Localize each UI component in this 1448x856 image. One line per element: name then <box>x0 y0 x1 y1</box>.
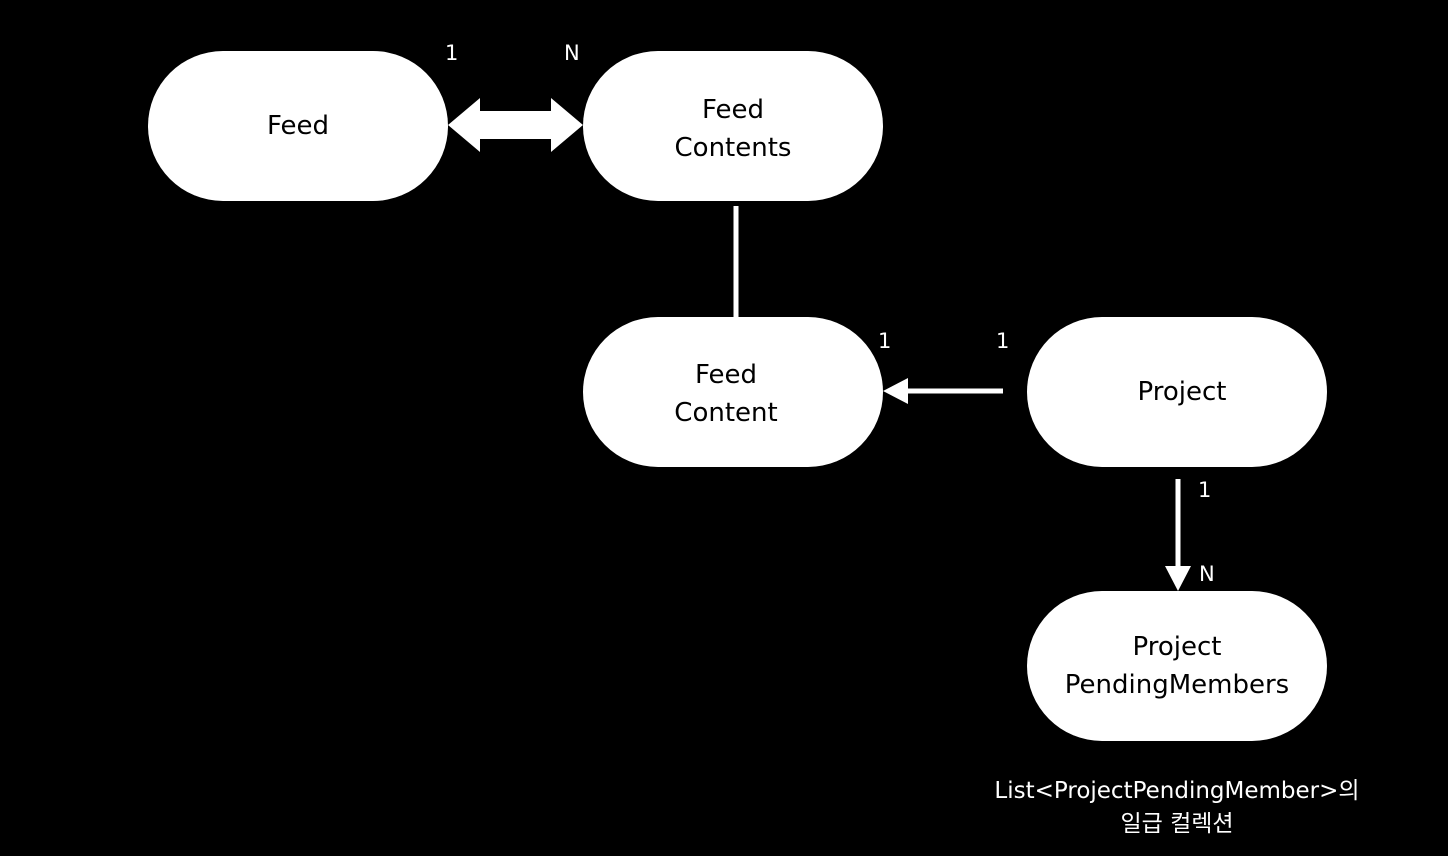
cardinality-project-to-members-source: 1 <box>1198 478 1212 502</box>
node-feed-contents: Feed Contents <box>583 51 883 201</box>
pending-members-caption-line-1: List<ProjectPendingMember>의 <box>994 778 1360 804</box>
project-to-members-arrow-head <box>1165 566 1191 591</box>
feed-to-feed-contents-double-arrow <box>448 98 583 152</box>
node-project-label: Project <box>1137 377 1227 407</box>
cardinality-project-to-members-target: N <box>1199 562 1215 586</box>
cardinality-project-side: 1 <box>996 329 1010 353</box>
node-project-pending-members-line-2: PendingMembers <box>1064 670 1290 700</box>
node-feed-label: Feed <box>266 111 330 141</box>
node-feed-content-line-1: Feed <box>694 360 758 390</box>
node-feed-contents-line-2: Contents <box>674 133 792 163</box>
node-feed-content: Feed Content <box>583 317 883 467</box>
project-to-feed-content-arrow-head <box>883 378 908 404</box>
node-project-pending-members: Project PendingMembers <box>1027 591 1327 741</box>
cardinality-feed-side: 1 <box>445 41 459 65</box>
pending-members-caption-line-2: 일급 컬렉션 <box>1120 811 1234 837</box>
node-feed-content-line-2: Content <box>674 398 778 428</box>
cardinality-feed-content-side: 1 <box>878 329 892 353</box>
node-feed-contents-line-1: Feed <box>701 95 765 125</box>
cardinality-feed-contents-side: N <box>564 41 580 65</box>
pending-members-caption: List<ProjectPendingMember>의 일급 컬렉션 <box>967 775 1387 841</box>
node-project-pending-members-line-1: Project <box>1132 632 1222 662</box>
node-project: Project <box>1027 317 1327 467</box>
node-feed: Feed <box>148 51 448 201</box>
